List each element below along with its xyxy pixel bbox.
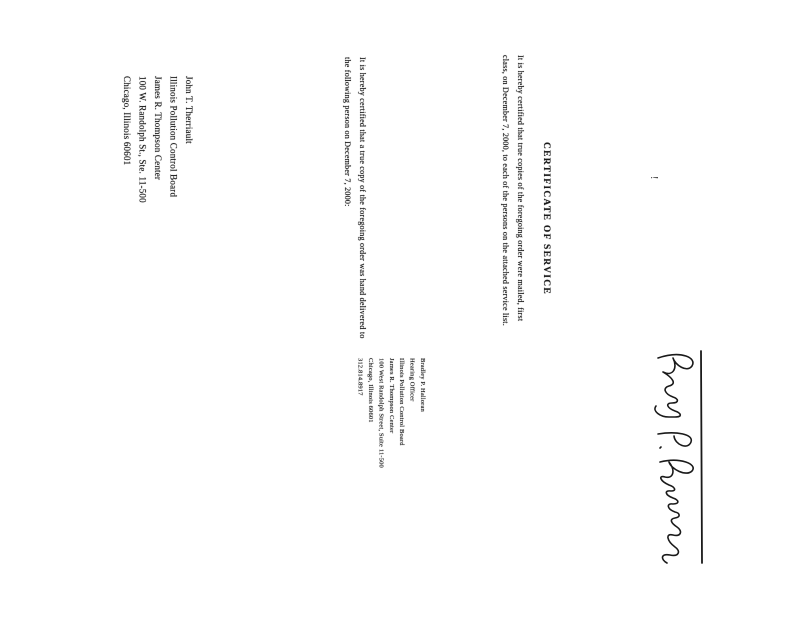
service-address-line: 100 W. Randolph St., Ste. 11-500: [137, 76, 148, 203]
scan-artifact-mark: !: [648, 176, 659, 180]
hand-delivery-paragraph-line: the following person on December 7, 2000…: [343, 57, 352, 207]
signer-info-line: 100 West Randolph Street, Suite 11-500: [377, 358, 385, 468]
signature: [648, 350, 706, 565]
service-address-line: Chicago, Illinois 60601: [122, 76, 132, 166]
service-address-block: John T. Therriault Illinois Pollution Co…: [118, 76, 196, 251]
mailed-paragraph-line: class, on December 7, 2000, to each of t…: [501, 55, 510, 327]
certificate-heading: CERTIFICATE OF SERVICE: [538, 142, 554, 372]
hand-delivery-paragraph: It is hereby certified that a true copy …: [340, 57, 370, 352]
signer-info-block: Bradley P. Halloran Hearing Officer Illi…: [353, 358, 427, 488]
signer-info-line: Hearing Officer: [408, 358, 416, 402]
signer-info-line: James R. Thompson Center: [387, 358, 395, 434]
service-address-line: Illinois Pollution Control Board: [168, 76, 179, 198]
signer-info-line: Bradley P. Halloran: [419, 358, 426, 412]
service-address-line: James R. Thompson Center: [153, 76, 163, 181]
hand-delivery-paragraph-line: It is hereby certified that a true copy …: [358, 57, 367, 339]
signer-info-line: Illinois Pollution Control Board: [398, 358, 406, 446]
signature-underline: [700, 350, 703, 564]
signer-info-line: 312.814.8917: [356, 358, 364, 396]
mailed-paragraph-line: It is hereby certified that true copies …: [516, 55, 525, 322]
signature-stroke: [654, 353, 694, 564]
service-address-line: John T. Therriault: [184, 76, 194, 144]
signer-info-line: Chicago, Illinois 60601: [366, 358, 374, 423]
signature-icon: [654, 350, 703, 564]
certificate-heading-text: CERTIFICATE OF SERVICE: [541, 142, 551, 296]
mailed-paragraph: It is hereby certified that true copies …: [483, 55, 528, 350]
